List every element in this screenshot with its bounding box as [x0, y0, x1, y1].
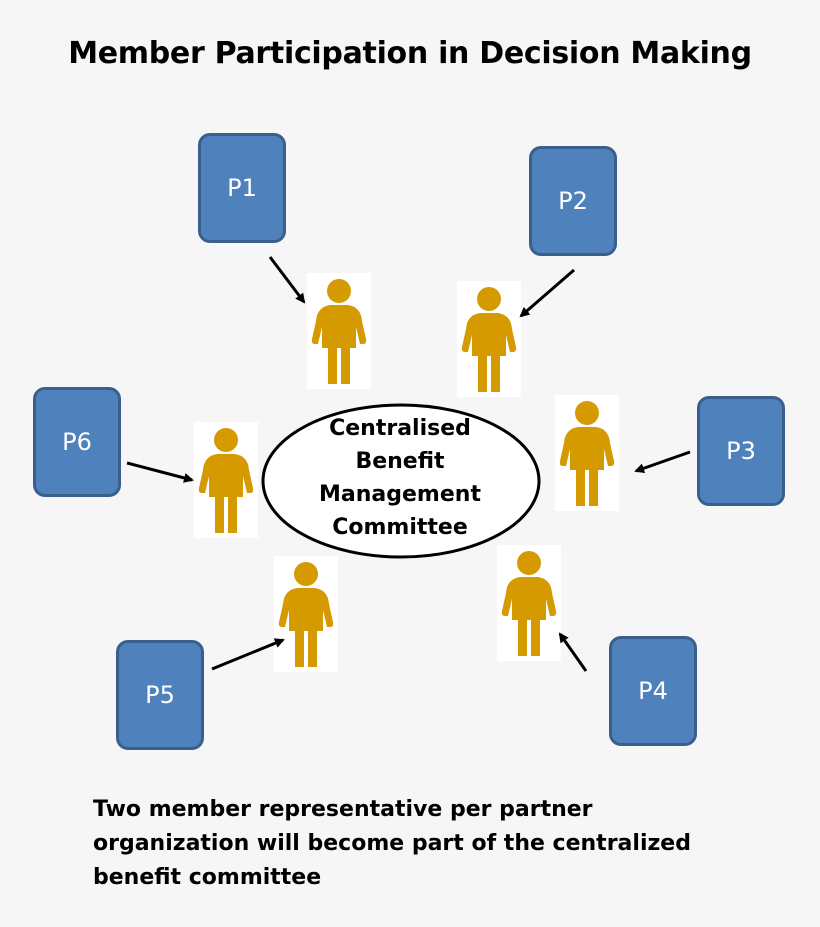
center-ellipse [261, 403, 541, 559]
center-line: Benefit [355, 449, 445, 474]
person-icon [274, 556, 338, 672]
partner-box-p5: P5 [116, 640, 204, 750]
center-line: Management [319, 482, 481, 507]
caption-line: Two member representative per partner [93, 797, 593, 822]
partner-box-p1: P1 [198, 133, 286, 243]
diagram-caption: Two member representative per partner or… [93, 793, 733, 895]
center-committee-label: Centralised Benefit Management Committee [300, 412, 500, 544]
partner-box-p4: P4 [609, 636, 697, 746]
partner-box-p2: P2 [529, 146, 617, 256]
caption-line: organization will become part of the cen… [93, 831, 691, 856]
partner-box-p3: P3 [697, 396, 785, 506]
arrow-icon [634, 450, 691, 474]
person-icon [194, 422, 258, 538]
arrow-icon [211, 638, 285, 671]
arrow-icon [519, 268, 575, 318]
partner-box-p6: P6 [33, 387, 121, 497]
diagram-title: Member Participation in Decision Making [68, 36, 752, 71]
center-line: Committee [332, 515, 468, 540]
arrow-icon [126, 461, 194, 483]
center-line: Centralised [329, 416, 471, 441]
person-icon [497, 545, 561, 661]
person-icon [555, 395, 619, 511]
arrow-icon [558, 632, 588, 672]
arrow-icon [268, 256, 306, 304]
person-icon [307, 273, 371, 389]
person-icon [457, 281, 521, 397]
caption-line: benefit committee [93, 865, 322, 890]
